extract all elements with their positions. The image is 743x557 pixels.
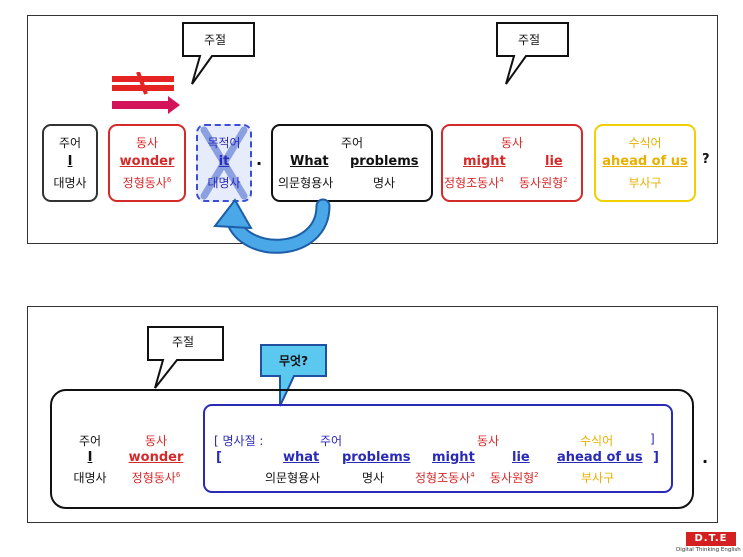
top-modifier-pos: 부사구 (628, 176, 662, 190)
bottom-word-lie: lie (512, 450, 530, 465)
bottom-label-bracket-close: ] (650, 432, 655, 446)
callout-bubble-top-right (496, 22, 569, 85)
bottom-role-subject: 주어 (320, 434, 343, 448)
top-verb-pos: 정형동사6 (122, 176, 172, 190)
top-period: . (256, 150, 263, 169)
bottom-pos-might: 정형조동사4 (415, 471, 475, 485)
top-object-word: it (218, 154, 230, 169)
top-subject-box (42, 124, 98, 202)
deletion-mark-icon (112, 72, 180, 114)
bottom-word-problems: problems (342, 450, 411, 465)
callout-bubble-question (260, 344, 327, 407)
top-clause-subject-pos-2: 명사 (373, 176, 396, 190)
top-clause-subject-word-what: What (290, 154, 329, 169)
top-modifier-role: 수식어 (628, 136, 662, 150)
cross-out-icon (200, 126, 248, 200)
bottom-role-modifier: 수식어 (580, 434, 614, 448)
bottom-pos-ahead: 부사구 (581, 471, 615, 485)
bottom-verb-word: wonder (128, 450, 184, 465)
bottom-word-what: what (283, 450, 320, 465)
bottom-bracket-close: ] (653, 450, 659, 465)
callout-bubble-bottom (147, 326, 224, 389)
top-modifier-box (594, 124, 696, 202)
bottom-pos-lie: 동사원형2 (490, 471, 539, 485)
bottom-verb-pos: 정형동사6 (131, 471, 181, 485)
bottom-diagram-panel (27, 306, 718, 523)
top-clause-subject-pos-1: 의문형용사 (278, 176, 334, 190)
top-clause-subject-role: 주어 (340, 136, 364, 150)
top-clause-verb-word-lie: lie (545, 154, 563, 169)
bottom-period: . (702, 448, 709, 467)
bottom-word-might: might (432, 450, 475, 465)
bottom-word-ahead: ahead of us (557, 450, 643, 465)
top-clause-verb-pos-2: 동사원형2 (519, 176, 568, 190)
bottom-verb-role: 동사 (144, 434, 168, 448)
top-modifier-word: ahead of us (602, 154, 688, 169)
top-verb-box (108, 124, 186, 202)
top-clause-subject-word-problems: problems (350, 154, 419, 169)
bottom-pos-what: 의문형용사 (265, 471, 321, 485)
bottom-pos-problems: 명사 (362, 471, 385, 485)
curved-arrow-icon (213, 198, 331, 254)
top-subject-role: 주어 (58, 136, 82, 150)
bottom-subject-word: I (87, 450, 93, 465)
top-clause-verb-box (441, 124, 583, 202)
callout-top-left-label: 주절 (204, 33, 227, 47)
bottom-subject-pos: 대명사 (73, 471, 107, 485)
bottom-role-verb: 동사 (477, 434, 500, 448)
top-verb-word: wonder (119, 154, 175, 169)
bottom-noun-clause-box (203, 404, 673, 493)
top-clause-subject-box (271, 124, 433, 202)
bottom-bracket-open: [ (216, 450, 222, 465)
top-object-role: 목적어 (207, 136, 241, 150)
top-verb-role: 동사 (135, 136, 159, 150)
top-clause-verb-word-might: might (463, 154, 506, 169)
top-clause-verb-pos-1: 정형조동사4 (444, 176, 504, 190)
callout-question-label: 무엇? (279, 354, 309, 368)
top-clause-verb-role: 동사 (500, 136, 524, 150)
top-subject-pos: 대명사 (53, 176, 87, 190)
callout-top-right-label: 주절 (518, 33, 541, 47)
top-question-mark: ? (702, 152, 710, 167)
callout-bubble-top-left (182, 22, 255, 85)
bottom-subject-role: 주어 (78, 434, 102, 448)
bottom-noun-clause-label: [ 명사절 : (214, 434, 264, 448)
callout-bottom-label: 주절 (172, 335, 195, 349)
top-subject-word: I (67, 154, 73, 169)
dte-logo: D.T.E (686, 532, 736, 546)
dte-logo-text: Digital Thinking English (676, 547, 741, 553)
top-object-pos: 대명사 (207, 176, 241, 190)
bottom-main-clause-box (50, 389, 694, 509)
